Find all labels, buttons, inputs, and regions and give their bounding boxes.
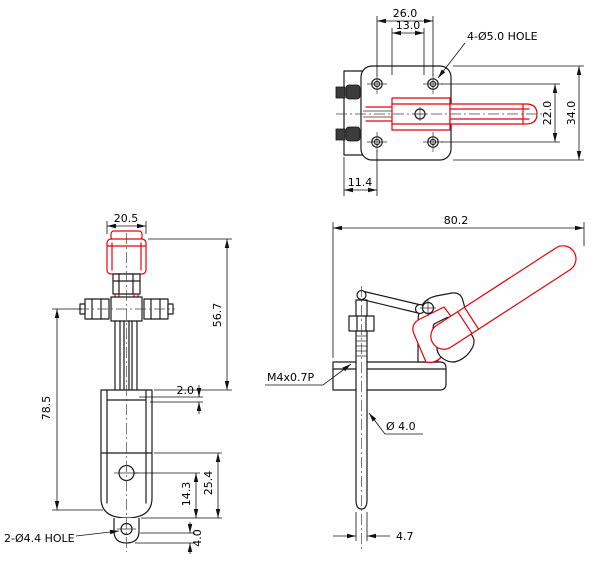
thread-spec-text: M4x0.7P	[267, 371, 314, 384]
dim-bracket-offset-11-4: 11.4	[343, 150, 378, 196]
bolt-tips-front	[79, 303, 174, 315]
dim-hole-span-26: 26.0	[376, 7, 434, 76]
side-view: 80.2 M4x0.7P Ø 4.0 4.7	[265, 214, 585, 552]
dim-grip-width-20-5: 20.5	[106, 212, 147, 234]
dim-slot-span-13: 13.0	[391, 19, 425, 75]
dim-34-text: 34.0	[565, 101, 578, 126]
dim-4-7-text: 4.7	[396, 530, 414, 543]
top-view: 26.0 13.0 4-Ø5.0 HOLE 22.0 34.0 11.4	[335, 7, 584, 196]
dim-14-3-text: 14.3	[180, 482, 193, 507]
dim-overall-height-78-5: 78.5	[40, 308, 103, 511]
dim-78-5-text: 78.5	[40, 396, 53, 421]
callout-thread-spec: M4x0.7P	[265, 363, 352, 386]
dim-hole-to-bottom-14-3: 14.3	[134, 472, 200, 518]
callout-rod-diameter: Ø 4.0	[368, 412, 423, 435]
dim-11-4-text: 11.4	[348, 176, 373, 189]
dim-base-section-25-4: 25.4	[141, 452, 222, 519]
dim-2-0-extension-lines	[139, 396, 203, 403]
dim-25-4-text: 25.4	[202, 471, 215, 496]
dim-56-7-extension-lines	[148, 238, 232, 391]
base-plate-side	[332, 361, 447, 391]
handle-side-sleeve-lines	[457, 306, 480, 335]
dim-26-text: 26.0	[393, 7, 418, 20]
base-plate-inner-lines	[100, 389, 153, 504]
u-rod-arms-front	[114, 320, 138, 399]
callout-2-holes: 2-Ø4.4 HOLE	[4, 529, 120, 545]
dim-80-2-extension-lines	[332, 222, 585, 358]
dim-22-extension-lines	[441, 83, 560, 143]
callout-4-holes: 4-Ø5.0 HOLE	[437, 30, 538, 79]
dim-2-0-text: 2.0	[177, 384, 195, 397]
dim-13-text: 13.0	[396, 19, 421, 32]
dim-56-7-text: 56.7	[211, 303, 224, 328]
handle-side	[430, 245, 577, 350]
thread-spec-leader	[265, 363, 352, 386]
clamp-head-inner-lines	[391, 103, 451, 125]
grip-inner-lines	[106, 242, 147, 271]
dim-34-extension-lines	[453, 65, 584, 161]
dim-4-0-text: 4.0	[191, 529, 204, 547]
holes-note-text: 4-Ø5.0 HOLE	[467, 30, 538, 43]
adjust-hex-nut-facets	[356, 315, 367, 332]
bolt-shank-stubs	[335, 86, 346, 141]
handle-side-body	[430, 245, 577, 350]
dim-tab-thickness-4-0: 4.0	[135, 522, 204, 554]
front-holes-note-leader	[75, 529, 120, 537]
dim-overall-length-80-2: 80.2	[332, 214, 585, 358]
main-pivot-cross	[420, 300, 436, 316]
hole-centermarks-top	[367, 74, 443, 152]
rod-diameter-text: Ø 4.0	[386, 420, 416, 433]
bolt-head-lower	[345, 126, 361, 142]
dim-4-0-extension-lines	[135, 532, 195, 544]
rod-diameter-leader	[368, 412, 423, 435]
dim-tip-width-4-7: 4.7	[333, 512, 414, 543]
front-view: 20.5 56.7 2.0 78.5 25.4 14.3	[4, 212, 232, 554]
dim-26-extension-lines	[376, 16, 434, 76]
dim-plate-height-34: 34.0	[453, 65, 584, 161]
dim-gap-2-0: 2.0	[139, 384, 203, 414]
dim-upper-height-56-7: 56.7	[148, 238, 232, 391]
dim-20-5-text: 20.5	[114, 212, 139, 225]
latch-bar-front	[123, 320, 130, 391]
spindle-lines-top	[363, 110, 392, 118]
bolt-head-upper	[345, 84, 361, 100]
holes-note-leader	[437, 42, 466, 79]
front-holes-note-text: 2-Ø4.4 HOLE	[4, 532, 75, 545]
clamp-arm-lines-top	[365, 106, 393, 122]
dim-78-5-extension-lines	[52, 308, 103, 511]
toggle-link-lines	[359, 290, 422, 314]
dim-25-4-extension-lines	[141, 452, 222, 519]
dim-13-extension-lines	[391, 28, 425, 75]
dim-hole-pitch-22: 22.0	[441, 83, 560, 143]
mount-bracket-top	[343, 70, 364, 156]
dim-80-2-text: 80.2	[444, 214, 469, 227]
dim-22-text: 22.0	[541, 101, 554, 126]
